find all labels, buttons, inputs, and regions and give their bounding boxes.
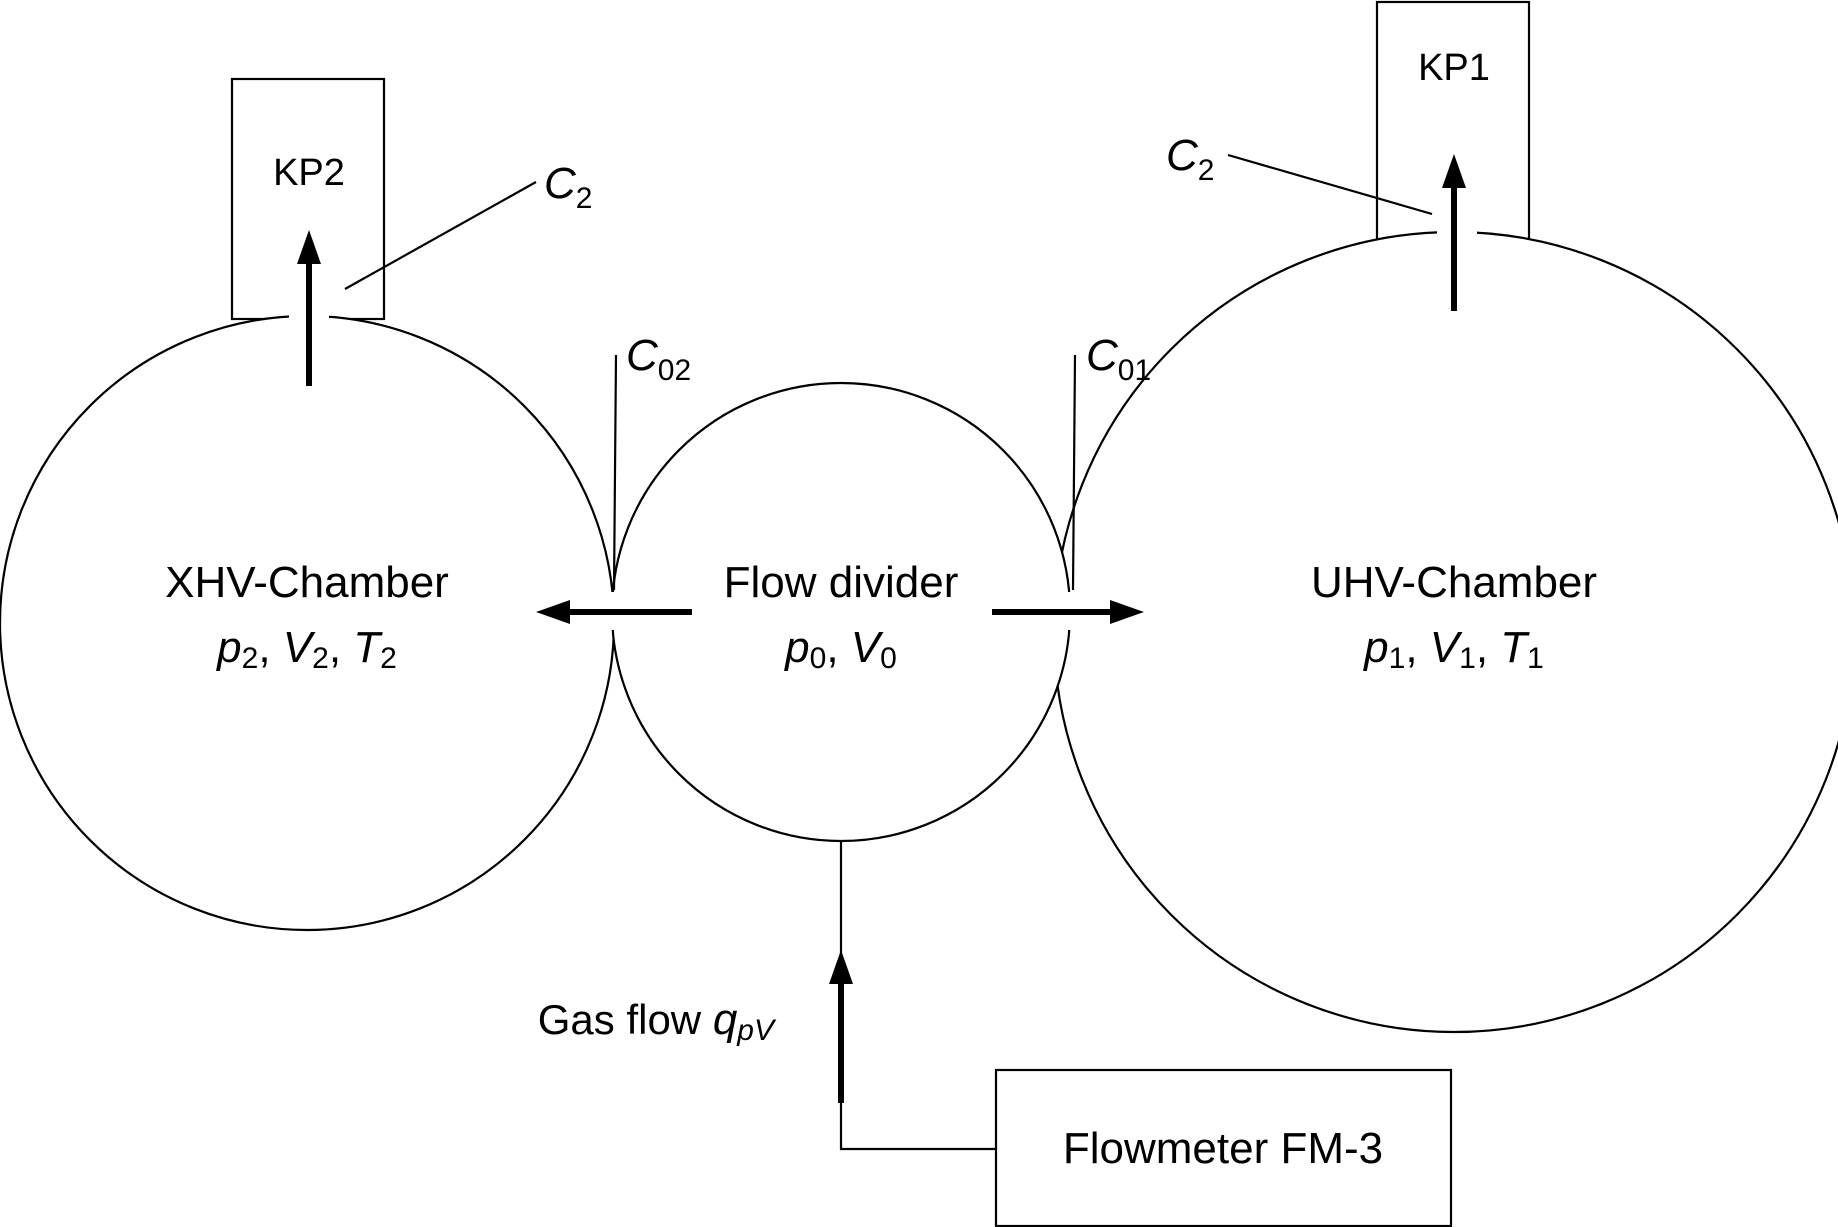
c2-right-label: C2 [1166, 131, 1214, 187]
uhv-t-sub: 1 [1527, 642, 1544, 675]
gas-flow-symbol: q [713, 995, 738, 1044]
c02-pointer-line [612, 354, 618, 591]
c2-left-subscript: 2 [576, 182, 593, 215]
uhv-sep-2: , [1476, 623, 1500, 672]
gas-flow-arrowhead [829, 950, 853, 984]
flow-right-arrowhead [1110, 600, 1144, 624]
flow-left-arrowhead [536, 600, 570, 624]
xhv-p: p [215, 623, 241, 672]
uhv-v-sub: 1 [1459, 642, 1476, 675]
xhv-t-sub: 2 [380, 642, 397, 675]
xhv-chamber-name: XHV-Chamber [165, 558, 449, 607]
uhv-p-sub: 1 [1389, 642, 1406, 675]
xhv-v-sub: 2 [312, 642, 329, 675]
gas-flow-label: Gas flow qpV [538, 995, 777, 1047]
uhv-sep-1: , [1405, 623, 1429, 672]
uhv-chamber-name: UHV-Chamber [1311, 558, 1597, 607]
divider-v-sub: 0 [880, 642, 897, 675]
c02-subscript: 02 [658, 354, 691, 387]
uhv-p: p [1362, 623, 1388, 672]
gas-flow-text: Gas flow [538, 996, 713, 1043]
flowmeter-box [994, 1068, 1453, 1227]
c2-left-symbol: C [544, 159, 577, 208]
gas-flow-subscript: pV [736, 1014, 777, 1047]
kp2-label: KP2 [273, 152, 345, 194]
uhv-chamber-params: p1, V1, T1 [1362, 623, 1544, 675]
divider-v: V [851, 623, 884, 672]
xhv-chamber-params: p2, V2, T2 [215, 623, 397, 675]
gas-supply-line [839, 841, 996, 1151]
flow-divider-params: p0, V0 [783, 623, 897, 675]
divider-p: p [783, 623, 809, 672]
xhv-sep-2: , [329, 623, 353, 672]
flow-divider-name: Flow divider [724, 558, 959, 607]
uhv-t: T [1500, 623, 1530, 672]
c2-right-symbol: C [1166, 131, 1199, 180]
c01-symbol: C [1086, 331, 1119, 380]
kp1-pump-arrowhead [1442, 154, 1466, 188]
c01-subscript: 01 [1118, 354, 1151, 387]
c2-right-pointer-line [1227, 153, 1433, 216]
divider-sep: , [826, 623, 850, 672]
flowmeter-label: Flowmeter FM-3 [1063, 1124, 1383, 1173]
xhv-sep-1: , [258, 623, 282, 672]
c02-symbol: C [626, 331, 659, 380]
divider-p-sub: 0 [810, 642, 827, 675]
xhv-p-sub: 2 [242, 642, 259, 675]
c2-right-subscript: 2 [1198, 154, 1215, 187]
kp1-label: KP1 [1418, 47, 1490, 89]
c01-label: C01 [1086, 331, 1151, 387]
c02-label: C02 [626, 331, 691, 387]
c2-left-pointer-line [344, 181, 537, 290]
c2-left-label: C2 [544, 159, 592, 215]
xhv-t: T [353, 623, 383, 672]
uhv-v: V [1430, 623, 1463, 672]
kp2-pump-arrowhead [297, 230, 321, 264]
xhv-v: V [283, 623, 316, 672]
c01-pointer-line [1071, 354, 1077, 591]
